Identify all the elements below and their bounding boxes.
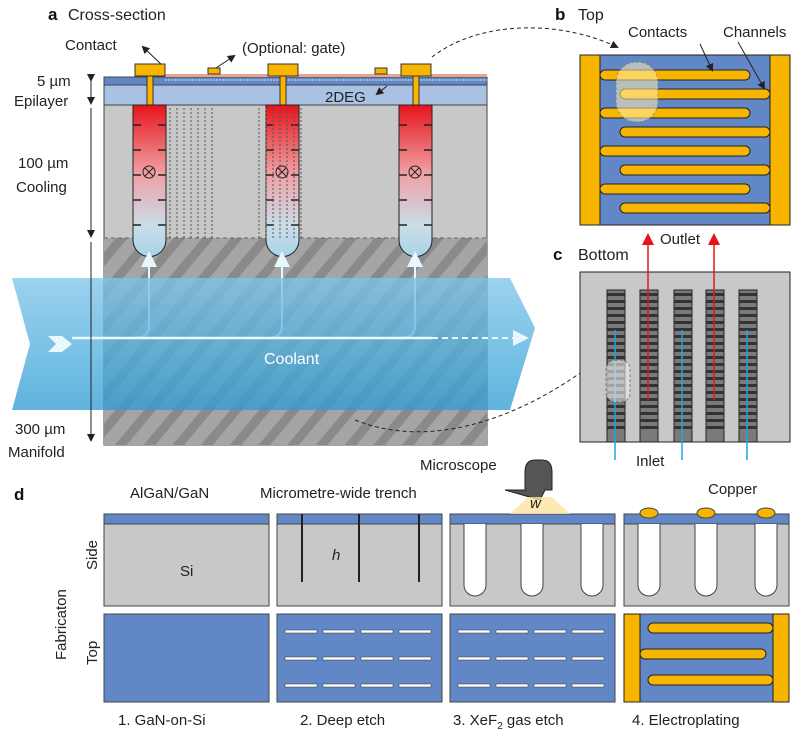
- top-view-chip: [579, 54, 791, 226]
- panel-b-title: Top: [578, 7, 604, 24]
- panel-b-letter: b: [555, 5, 565, 24]
- cooling-channel: [398, 104, 433, 257]
- contact-pad: [267, 63, 299, 77]
- zoom-region: [605, 359, 631, 403]
- epilayer-label: Epilayer: [14, 93, 68, 110]
- channels-label: Channels: [723, 24, 786, 41]
- panel-b: b Top Contacts Channels: [555, 5, 791, 226]
- panel-c-title: Bottom: [578, 247, 629, 264]
- contact-pointer-arrow: [141, 45, 164, 67]
- gate-label: (Optional: gate): [242, 40, 345, 57]
- step-3-label: 3. XeF2 gas etch: [453, 712, 564, 732]
- passivation: [165, 74, 487, 77]
- fabrication-label: Fabricaton: [53, 589, 70, 660]
- epilayer-bottom: [103, 84, 488, 106]
- manifold-label: Manifold: [8, 444, 65, 461]
- contact-finger: [619, 202, 771, 214]
- connector-a-to-c: [354, 358, 600, 433]
- electroplated-finger: [639, 648, 767, 660]
- copper-label: Copper: [708, 481, 757, 498]
- manifold-thickness: 300 µm: [15, 421, 65, 438]
- coolant-label: Coolant: [264, 351, 320, 368]
- contact-finger: [599, 183, 751, 195]
- trench-label: Micrometre-wide trench: [260, 485, 417, 502]
- algan-layer: [449, 513, 616, 525]
- copper-bump: [639, 507, 659, 519]
- step-2-label: 2. Deep etch: [300, 712, 385, 729]
- gate-pad: [374, 67, 388, 75]
- flow-into-page-icon: [142, 165, 156, 179]
- panel-a-title: Cross-section: [68, 7, 166, 24]
- cooling-label: Cooling: [16, 179, 67, 196]
- step-4-label: 4. Electroplating: [632, 712, 740, 729]
- contact-finger: [619, 164, 771, 176]
- microscope-icon: [504, 459, 553, 501]
- cooling-thickness: 100 µm: [18, 155, 68, 172]
- panel-d-letter: d: [14, 485, 24, 504]
- zoom-region: [615, 61, 659, 123]
- contact-pad: [400, 63, 432, 77]
- contacts-label: Contacts: [628, 24, 687, 41]
- trench: [520, 524, 544, 597]
- contact-label: Contact: [65, 37, 118, 54]
- epilayer-thickness: 5 µm: [37, 73, 71, 90]
- flow-into-page-icon: [275, 165, 289, 179]
- trench: [754, 524, 778, 597]
- inlet-label: Inlet: [636, 453, 665, 470]
- copper-bump: [756, 507, 776, 519]
- connector-a-to-b: [431, 27, 619, 58]
- panel-d: d AlGaN/GaN Micrometre-wide trench Micro…: [14, 457, 790, 732]
- coolant-chevron-icon: [48, 336, 72, 352]
- gate-pointer-arrow: [215, 54, 236, 69]
- 2deg-label: 2DEG: [325, 89, 366, 106]
- cooling-channels: [132, 63, 433, 340]
- trench: [637, 524, 661, 597]
- w-label: w: [530, 495, 542, 512]
- h-label: h: [332, 547, 340, 564]
- algan-layer: [103, 513, 270, 525]
- panel-a-letter: a: [48, 5, 58, 24]
- gate-pad: [207, 67, 221, 75]
- coolant-flow: [12, 278, 535, 410]
- row-side-label: Side: [84, 540, 101, 570]
- microscope-label: Microscope: [420, 457, 497, 474]
- side-view-step: [103, 523, 270, 607]
- contact-finger: [599, 145, 751, 157]
- trench: [580, 524, 604, 597]
- cooling-channel: [132, 104, 167, 257]
- electroplated-finger: [647, 674, 774, 686]
- panel-a: a Cross-section Contact (Optional: gate)…: [8, 5, 619, 461]
- contact-finger: [619, 126, 771, 138]
- contact-pad: [134, 63, 166, 77]
- trench: [463, 524, 487, 597]
- row-top-label: Top: [84, 641, 101, 665]
- panel-c: c Bottom Outlet Inlet: [553, 231, 791, 470]
- step-1-label: 1. GaN-on-Si: [118, 712, 206, 729]
- si-label: Si: [180, 563, 193, 580]
- trench: [694, 524, 718, 597]
- epilayer-top: [103, 76, 488, 86]
- electroplated-finger: [647, 622, 774, 634]
- copper-bump: [696, 507, 716, 519]
- panel-c-letter: c: [553, 245, 562, 264]
- flow-into-page-icon: [408, 165, 422, 179]
- top-view-step: [103, 613, 270, 703]
- algan-label: AlGaN/GaN: [130, 485, 209, 502]
- outlet-label: Outlet: [660, 231, 701, 248]
